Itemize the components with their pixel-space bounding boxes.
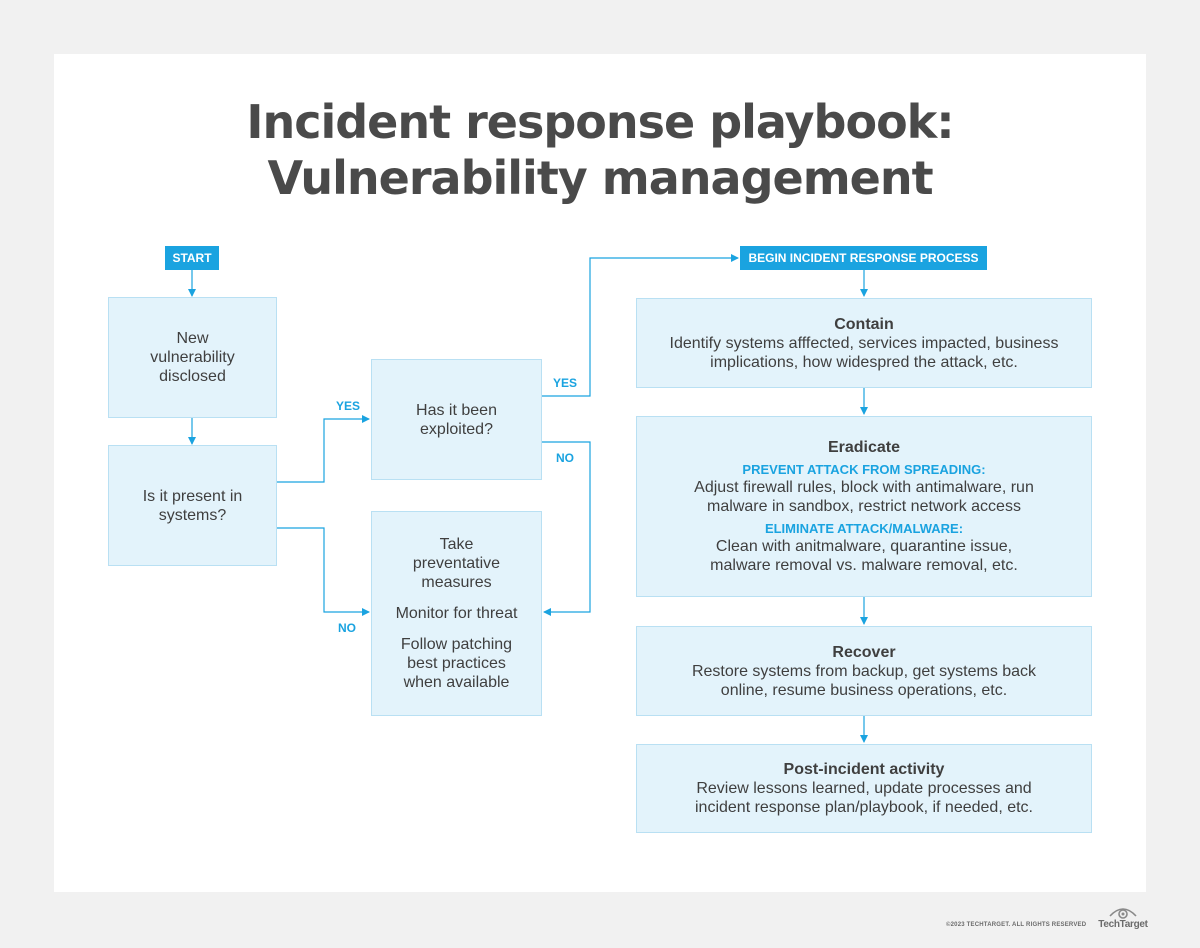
patching-practices-label: Follow patching best practices when avai…: [400, 636, 513, 691]
edge-present-yes: [277, 415, 370, 483]
exploited-decision-label: Has it been exploited?: [416, 401, 497, 438]
edge-present-no: [277, 527, 370, 616]
start-node: START: [165, 246, 219, 270]
contain-node: Contain Identify systems afffected, serv…: [636, 298, 1092, 388]
post-incident-body: Review lessons learned, update processes…: [694, 780, 1033, 816]
contain-heading: Contain: [834, 315, 894, 333]
prevent-spreading-body: Adjust firewall rules, block with antima…: [694, 479, 1034, 515]
eliminate-attack-subheading: ELIMINATE ATTACK/MALWARE:: [764, 521, 964, 536]
recover-body: Restore systems from backup, get systems…: [691, 662, 1037, 699]
copyright-notice: ©2023 TECHTARGET. ALL RIGHTS RESERVED: [946, 922, 1087, 928]
exploited-no-label: NO: [556, 451, 574, 465]
recover-node: Recover Restore systems from backup, get…: [636, 626, 1092, 716]
prevent-spreading-subheading: PREVENT ATTACK FROM SPREADING:: [742, 462, 986, 477]
new-vulnerability-label: New vulnerability disclosed: [150, 330, 235, 385]
contain-body: Identify systems afffected, services imp…: [669, 334, 1059, 371]
present-in-systems-node: Is it present in systems?: [108, 445, 277, 566]
post-incident-node: Post-incident activity Review lessons le…: [636, 744, 1092, 833]
techtarget-logo: TechTarget: [1098, 905, 1148, 935]
present-no-label: NO: [338, 621, 356, 635]
eye-icon: [1109, 908, 1137, 919]
new-vulnerability-node: New vulnerability disclosed: [108, 297, 277, 418]
edge-exploited-yes: [542, 254, 739, 397]
eradicate-heading: Eradicate: [827, 439, 901, 456]
post-incident-heading: Post-incident activity: [783, 761, 945, 778]
recover-heading: Recover: [832, 643, 896, 661]
exploited-yes-label: YES: [553, 376, 578, 390]
edge-exploited-no: [542, 441, 591, 616]
title-line-2: Vulnerability management: [267, 151, 933, 205]
title-line-1: Incident response playbook:: [246, 95, 954, 149]
exploited-decision-node: Has it been exploited?: [371, 359, 542, 480]
logo-text: TechTarget: [1098, 919, 1148, 930]
present-yes-label: YES: [336, 399, 361, 413]
eradicate-node: Eradicate PREVENT ATTACK FROM SPREADING:…: [636, 416, 1092, 597]
present-in-systems-label: Is it present in systems?: [142, 487, 243, 524]
eliminate-attack-body: Clean with anitmalware, quarantine issue…: [710, 538, 1018, 574]
preventative-measures-label: Take preventative measures: [412, 536, 501, 591]
monitor-threat-label: Monitor for threat: [395, 605, 518, 622]
begin-incident-response-node: BEGIN INCIDENT RESPONSE PROCESS: [740, 246, 987, 270]
preventative-measures-node: Take preventative measures Monitor for t…: [371, 511, 542, 716]
page-title: Incident response playbook: Vulnerabilit…: [0, 94, 1200, 206]
